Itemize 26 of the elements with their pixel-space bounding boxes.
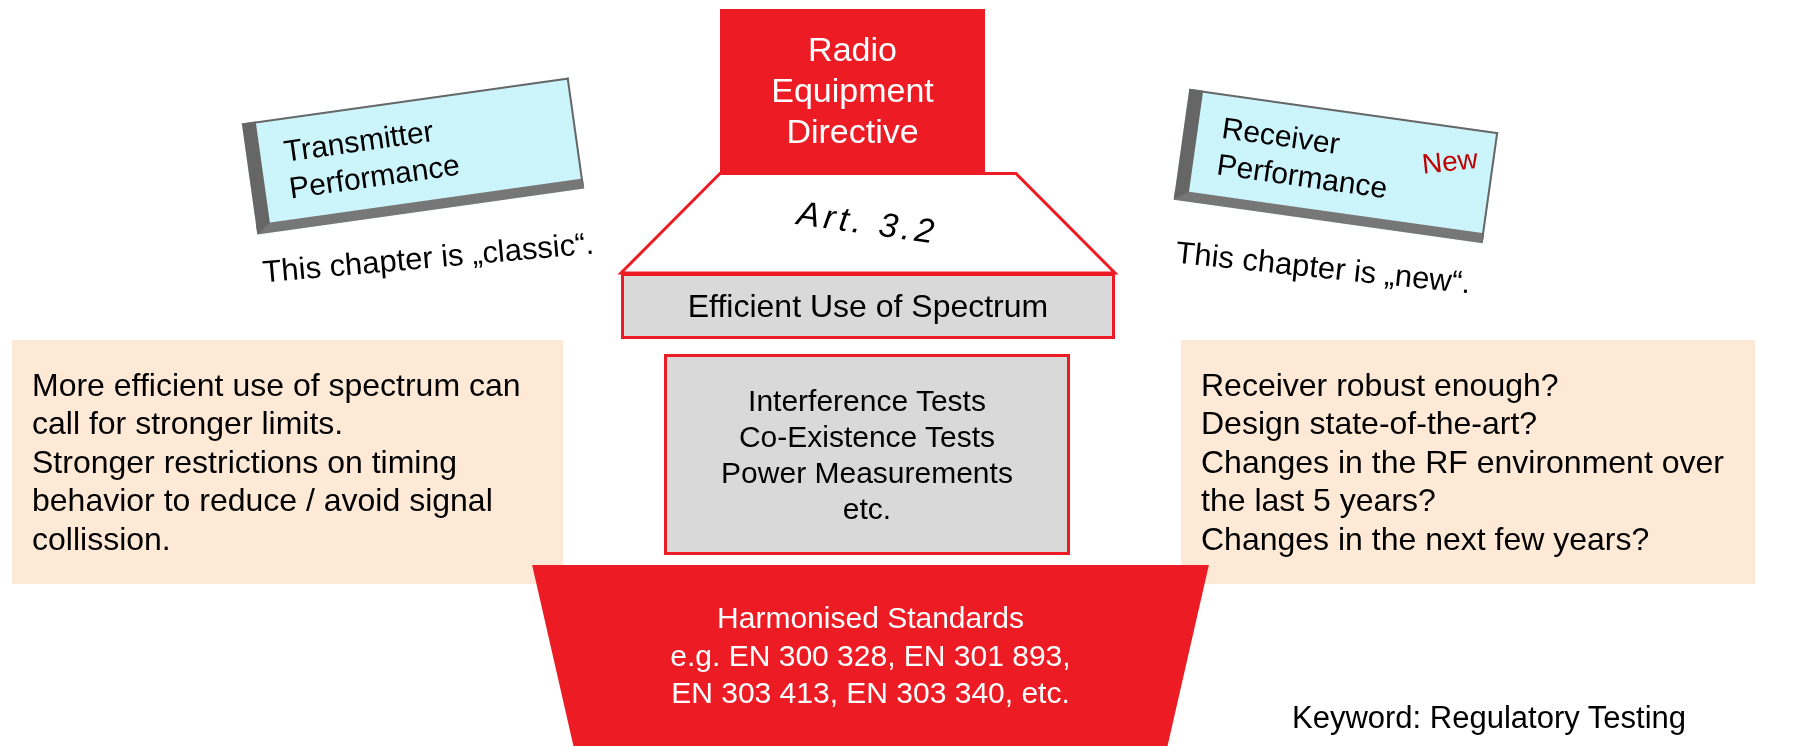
panel-text: Harmonised Standards [717,600,1024,637]
new-tag: New [1420,140,1480,182]
note-box [12,340,563,584]
panel-text: Transmitter Performance [281,112,463,207]
box-text: Receiver robust enough? [1201,366,1559,405]
panel-text: Receiver Performance [1214,109,1391,207]
box-text: More efficient use of spectrum can call for stronger limits. [32,366,522,443]
label-box [720,9,985,172]
box-text: Stronger restrictions on timing behavior to reduce / avoid signal collission. [32,442,494,558]
label-box [621,273,1115,339]
caption: This chapter is „new“. [1173,234,1473,302]
label-box [664,354,1070,555]
box-text: Efficient Use of Spectrum [687,286,1049,326]
box-text: Power Measurements [721,454,1013,491]
box-text: Changes in the next few years? [1201,519,1650,558]
trapezoid-panel [534,565,1207,746]
box-text: Interference Tests [748,382,986,419]
box-text: Co-Existence Tests [738,418,996,455]
note-box [1181,340,1755,584]
caption: This chapter is „classic“. [261,225,596,291]
box-text: etc. [842,490,892,527]
panel-text: e.g. EN 300 328, EN 301 893, EN 303 413, EN 303 340, etc. [669,637,1072,712]
keyword-note: Keyword: Regulatory Testing [1292,700,1687,736]
box-text: Radio Equipment Directive [770,29,935,152]
box-text: Design state-of-the-art? [1201,404,1538,443]
box-text: Changes in the RF environment over the last 5 years? [1201,442,1725,520]
